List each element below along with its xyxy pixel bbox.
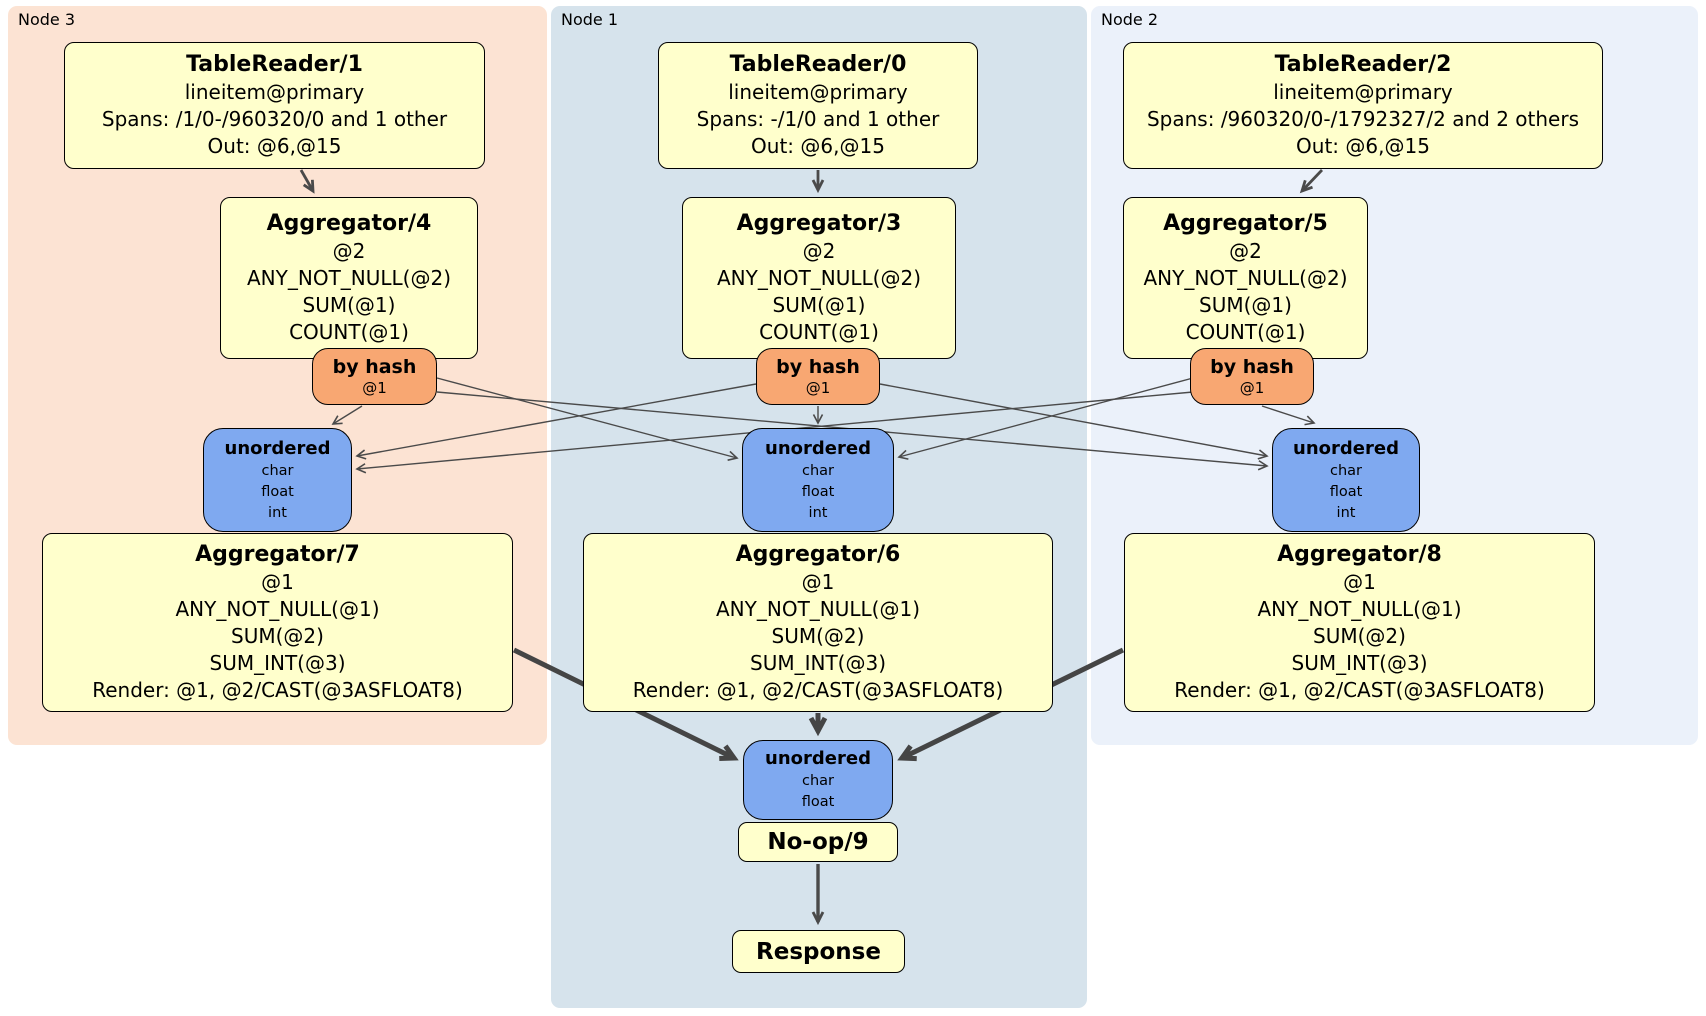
index-line: lineitem@primary	[1273, 80, 1453, 104]
noop-box: No-op/9	[738, 822, 898, 862]
index-line: lineitem@primary	[728, 80, 908, 104]
out-line: Out: @6,@15	[207, 134, 342, 158]
agg-line: COUNT(@1)	[759, 320, 879, 344]
processor-title: Aggregator/8	[1277, 542, 1442, 567]
unordered-sync: unordered char float int	[742, 428, 894, 532]
unordered-sync: unordered char float int	[1272, 428, 1420, 532]
sync-title: unordered	[765, 437, 871, 459]
unordered-sync: unordered char float int	[203, 428, 352, 532]
agg-line: Render: @1, @2/CAST(@3ASFLOAT8)	[92, 678, 463, 702]
aggregator-box: Aggregator/7 @1 ANY_NOT_NULL(@1) SUM(@2)…	[42, 533, 513, 712]
agg-line: SUM(@1)	[1199, 293, 1292, 317]
router-key: @1	[1239, 379, 1265, 397]
sync-stream: int	[808, 504, 828, 521]
aggregator-box: Aggregator/4 @2 ANY_NOT_NULL(@2) SUM(@1)…	[220, 197, 478, 359]
table-reader-box: TableReader/2 lineitem@primary Spans: /9…	[1123, 42, 1603, 169]
agg-line: SUM_INT(@3)	[1291, 651, 1428, 675]
processor-title: Aggregator/3	[736, 211, 902, 236]
agg-line: @2	[1229, 239, 1262, 263]
sync-stream: float	[801, 794, 835, 810]
processor-title: TableReader/1	[186, 52, 363, 77]
agg-line: ANY_NOT_NULL(@2)	[1143, 266, 1348, 290]
sync-title: unordered	[1293, 437, 1399, 459]
agg-line: @2	[802, 239, 836, 263]
agg-line: SUM(@2)	[1313, 624, 1406, 648]
agg-line: @1	[261, 570, 294, 594]
router-key: @1	[362, 379, 387, 397]
agg-line: COUNT(@1)	[1185, 320, 1306, 344]
spans-line: Spans: /1/0-/960320/0 and 1 other	[101, 107, 448, 131]
noop-label: No-op/9	[767, 829, 869, 855]
agg-line: ANY_NOT_NULL(@1)	[175, 597, 380, 621]
agg-line: SUM(@1)	[302, 293, 396, 317]
processor-title: Aggregator/7	[195, 542, 360, 567]
agg-line: @1	[1343, 570, 1376, 594]
agg-line: SUM(@2)	[231, 624, 324, 648]
aggregator-box: Aggregator/6 @1 ANY_NOT_NULL(@1) SUM(@2)…	[583, 533, 1053, 712]
aggregator-box: Aggregator/8 @1 ANY_NOT_NULL(@1) SUM(@2)…	[1124, 533, 1595, 712]
sync-stream: char	[261, 462, 294, 479]
table-reader-box: TableReader/0 lineitem@primary Spans: -/…	[658, 42, 978, 169]
processor-title: TableReader/0	[729, 52, 907, 77]
spans-line: Spans: /960320/0-/1792327/2 and 2 others	[1146, 107, 1579, 131]
processor-title: Aggregator/6	[735, 542, 901, 567]
agg-line: Render: @1, @2/CAST(@3ASFLOAT8)	[1174, 678, 1545, 702]
response-box: Response	[732, 930, 905, 973]
sync-title: unordered	[224, 437, 331, 459]
hash-router: by hash @1	[756, 348, 880, 405]
agg-line: Render: @1, @2/CAST(@3ASFLOAT8)	[632, 678, 1004, 702]
sync-stream: float	[261, 483, 294, 500]
index-line: lineitem@primary	[184, 80, 365, 104]
agg-line: SUM(@2)	[771, 624, 865, 648]
router-title: by hash	[776, 356, 860, 378]
node-label: Node 1	[561, 10, 619, 29]
processor-title: TableReader/2	[1274, 52, 1452, 77]
processor-title: Aggregator/4	[266, 211, 432, 236]
out-line: Out: @6,@15	[751, 134, 885, 158]
sync-stream: char	[801, 773, 834, 789]
sync-stream: int	[268, 504, 287, 521]
sync-stream: char	[1329, 462, 1362, 479]
agg-line: SUM_INT(@3)	[209, 651, 346, 675]
agg-line: ANY_NOT_NULL(@2)	[717, 266, 921, 290]
agg-line: COUNT(@1)	[289, 320, 409, 344]
agg-line: ANY_NOT_NULL(@1)	[716, 597, 920, 621]
router-key: @1	[805, 379, 831, 397]
sync-title: unordered	[765, 748, 871, 769]
hash-router: by hash @1	[312, 348, 437, 405]
sync-stream: float	[801, 483, 835, 500]
response-label: Response	[756, 938, 881, 965]
agg-line: ANY_NOT_NULL(@1)	[1257, 597, 1462, 621]
agg-line: SUM_INT(@3)	[750, 651, 886, 675]
processor-title: Aggregator/5	[1163, 211, 1328, 236]
agg-line: ANY_NOT_NULL(@2)	[247, 266, 451, 290]
aggregator-box: Aggregator/3 @2 ANY_NOT_NULL(@2) SUM(@1)…	[682, 197, 956, 359]
hash-router: by hash @1	[1190, 348, 1314, 405]
agg-line: @1	[801, 570, 835, 594]
out-line: Out: @6,@15	[1296, 134, 1430, 158]
sync-stream: int	[1336, 504, 1356, 521]
router-title: by hash	[1210, 356, 1294, 378]
table-reader-box: TableReader/1 lineitem@primary Spans: /1…	[64, 42, 485, 169]
spans-line: Spans: -/1/0 and 1 other	[696, 107, 940, 131]
aggregator-box: Aggregator/5 @2 ANY_NOT_NULL(@2) SUM(@1)…	[1123, 197, 1368, 359]
sync-stream: float	[1329, 483, 1363, 500]
node-label: Node 3	[18, 10, 76, 29]
agg-line: SUM(@1)	[772, 293, 866, 317]
router-title: by hash	[332, 356, 417, 378]
agg-line: @2	[332, 239, 366, 263]
sync-stream: char	[801, 462, 834, 479]
final-unordered-sync: unordered char float	[743, 740, 893, 820]
node-label: Node 2	[1101, 10, 1159, 29]
